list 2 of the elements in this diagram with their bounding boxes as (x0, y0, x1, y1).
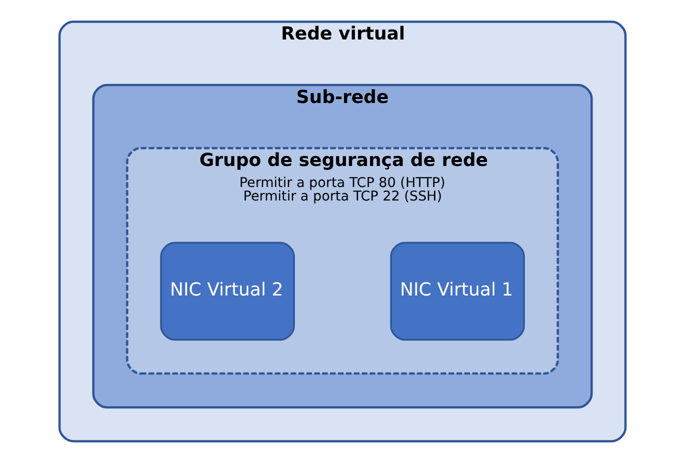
node-box: NIC Virtual 2 (160, 242, 295, 341)
node-box: NIC Virtual 1 (390, 242, 525, 341)
